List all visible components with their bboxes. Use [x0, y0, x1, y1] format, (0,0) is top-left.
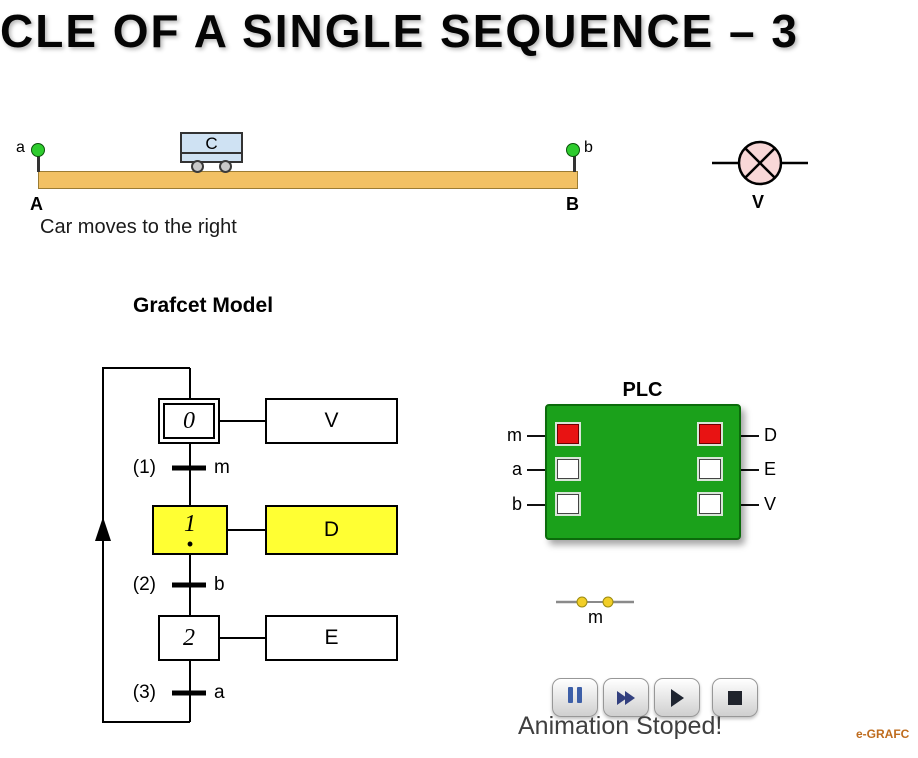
plc-input-label-a: a — [511, 459, 522, 479]
grafcet-action-v: V — [265, 398, 398, 444]
sensor-a-indicator — [31, 143, 45, 157]
grafcet-step-1-active: 1 • — [152, 505, 228, 555]
track-bar — [38, 171, 578, 189]
scene-caption: Car moves to the right — [40, 216, 237, 238]
plc-title: PLC — [622, 379, 663, 401]
sensor-a-post — [37, 152, 40, 172]
step-0-number: 0 — [183, 407, 195, 434]
stop-icon — [728, 690, 742, 705]
car-wheel-icon — [191, 160, 204, 173]
plc-output-label-v: V — [764, 494, 777, 514]
grafcet-step-0: 0 — [158, 398, 220, 444]
active-step-token: • — [186, 534, 194, 554]
plc-input-label-m: m — [507, 425, 522, 445]
plc-input-led-m — [557, 424, 579, 444]
sensor-b-label: b — [584, 139, 593, 156]
lamp-label: V — [752, 192, 765, 212]
plc-input-led-b — [557, 494, 579, 514]
brand-watermark: e-GRAFC — [856, 727, 910, 741]
transition-2-number: (2) — [132, 574, 156, 595]
pause-button[interactable] — [552, 678, 598, 717]
transition-3-condition: a — [214, 682, 225, 703]
action-v-label: V — [324, 409, 339, 432]
transition-2-condition: b — [214, 574, 225, 595]
grafcet-action-e: E — [265, 615, 398, 661]
step-1-number: 1 — [184, 511, 196, 537]
endpoint-a-label: A — [30, 194, 43, 214]
fast-forward-button[interactable] — [603, 678, 649, 717]
sensor-b-indicator — [566, 143, 580, 157]
step-2-number: 2 — [183, 624, 195, 651]
animation-status-text: Animation Stoped! — [518, 712, 723, 740]
switch-m-icon[interactable] — [556, 596, 634, 608]
grafcet-heading: Grafcet Model — [133, 294, 274, 317]
transition-1-number: (1) — [132, 457, 156, 478]
grafcet-action-d: D — [265, 505, 398, 555]
endpoint-b-label: B — [566, 194, 579, 214]
play-button[interactable] — [654, 678, 700, 717]
car: C — [180, 132, 243, 163]
stop-button[interactable] — [712, 678, 758, 717]
sensor-b-post — [573, 152, 576, 172]
transition-1-condition: m — [214, 457, 230, 478]
loop-arrow-icon — [95, 517, 111, 541]
page-title: CLE OF A SINGLE SEQUENCE – 3 — [0, 5, 799, 57]
plc-output-label-e: E — [764, 459, 777, 479]
plc-output-led-e — [699, 459, 721, 479]
grafcet-step-0-inner-border: 0 — [163, 403, 215, 439]
car-chassis-line — [182, 152, 241, 154]
play-icon — [670, 688, 684, 707]
action-d-label: D — [323, 518, 340, 541]
transition-3-number: (3) — [132, 682, 156, 703]
plc-output-led-v — [699, 494, 721, 514]
car-wheel-icon — [219, 160, 232, 173]
plc-input-label-b: b — [511, 494, 522, 514]
grafcet-step-2: 2 — [158, 615, 220, 661]
fast-forward-icon — [617, 690, 635, 705]
plc-input-led-a — [557, 459, 579, 479]
lamp-icon — [712, 140, 808, 186]
switch-m-label: m — [588, 607, 603, 627]
plc-output-label-d: D — [764, 425, 777, 445]
action-e-label: E — [324, 626, 339, 649]
sensor-a-label: a — [16, 139, 25, 156]
plc-output-led-d — [699, 424, 721, 444]
car-label: C — [205, 134, 218, 153]
plc-board — [545, 404, 741, 540]
pause-icon — [566, 687, 584, 708]
